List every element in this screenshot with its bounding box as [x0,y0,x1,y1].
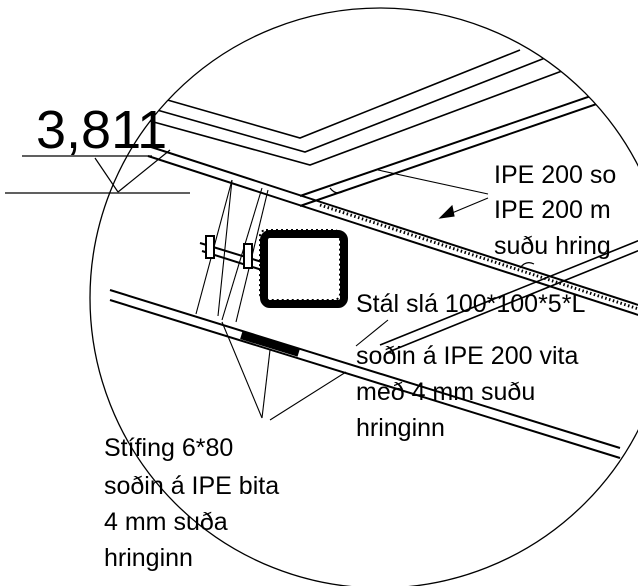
dimension-value: 3,811 [36,100,167,160]
annotation-stiffener-line-3: 4 mm suða [104,508,228,536]
weld-marks [329,187,535,269]
diagonal-brace [379,239,638,354]
annotation-ipe-line-3: suðu hring [494,232,611,260]
ipe-beam-lower [109,289,621,459]
steel-square-tube [259,229,348,308]
panel-outlines [149,49,571,166]
bolt [199,235,263,271]
annotation-steel-line-1: Stál slá 100*100*5*L [356,290,585,318]
structure-geometry [109,49,638,459]
annotation-stiffener-line-2: soðin á IPE bita [104,472,279,500]
annotation-ipe-line-1: IPE 200 so [494,161,616,189]
annotation-stiffener: Stífing 6*80 soðin á IPE bita 4 mm suða … [104,434,279,572]
annotation-steel-line-4: hringinn [356,414,445,442]
detail-circle [89,7,638,586]
dimension-lines [5,149,190,194]
leader-lines [221,169,489,421]
weld-bead-lower [240,331,300,357]
annotation-steel-bar: Stál slá 100*100*5*L soðin á IPE 200 vit… [356,290,585,442]
annotation-stiffener-line-1: Stífing 6*80 [104,434,233,462]
annotation-ipe-line-2: IPE 200 m [494,196,611,224]
annotation-steel-line-2: soðin á IPE 200 vita [356,342,578,370]
annotation-steel-line-3: með 4 mm suðu [356,378,535,406]
annotation-ipe-beam: IPE 200 so IPE 200 m suðu hring [494,161,616,260]
rafter-beam [299,85,621,207]
ipe-beam-top [147,145,638,323]
annotation-stiffener-line-4: hringinn [104,544,193,572]
